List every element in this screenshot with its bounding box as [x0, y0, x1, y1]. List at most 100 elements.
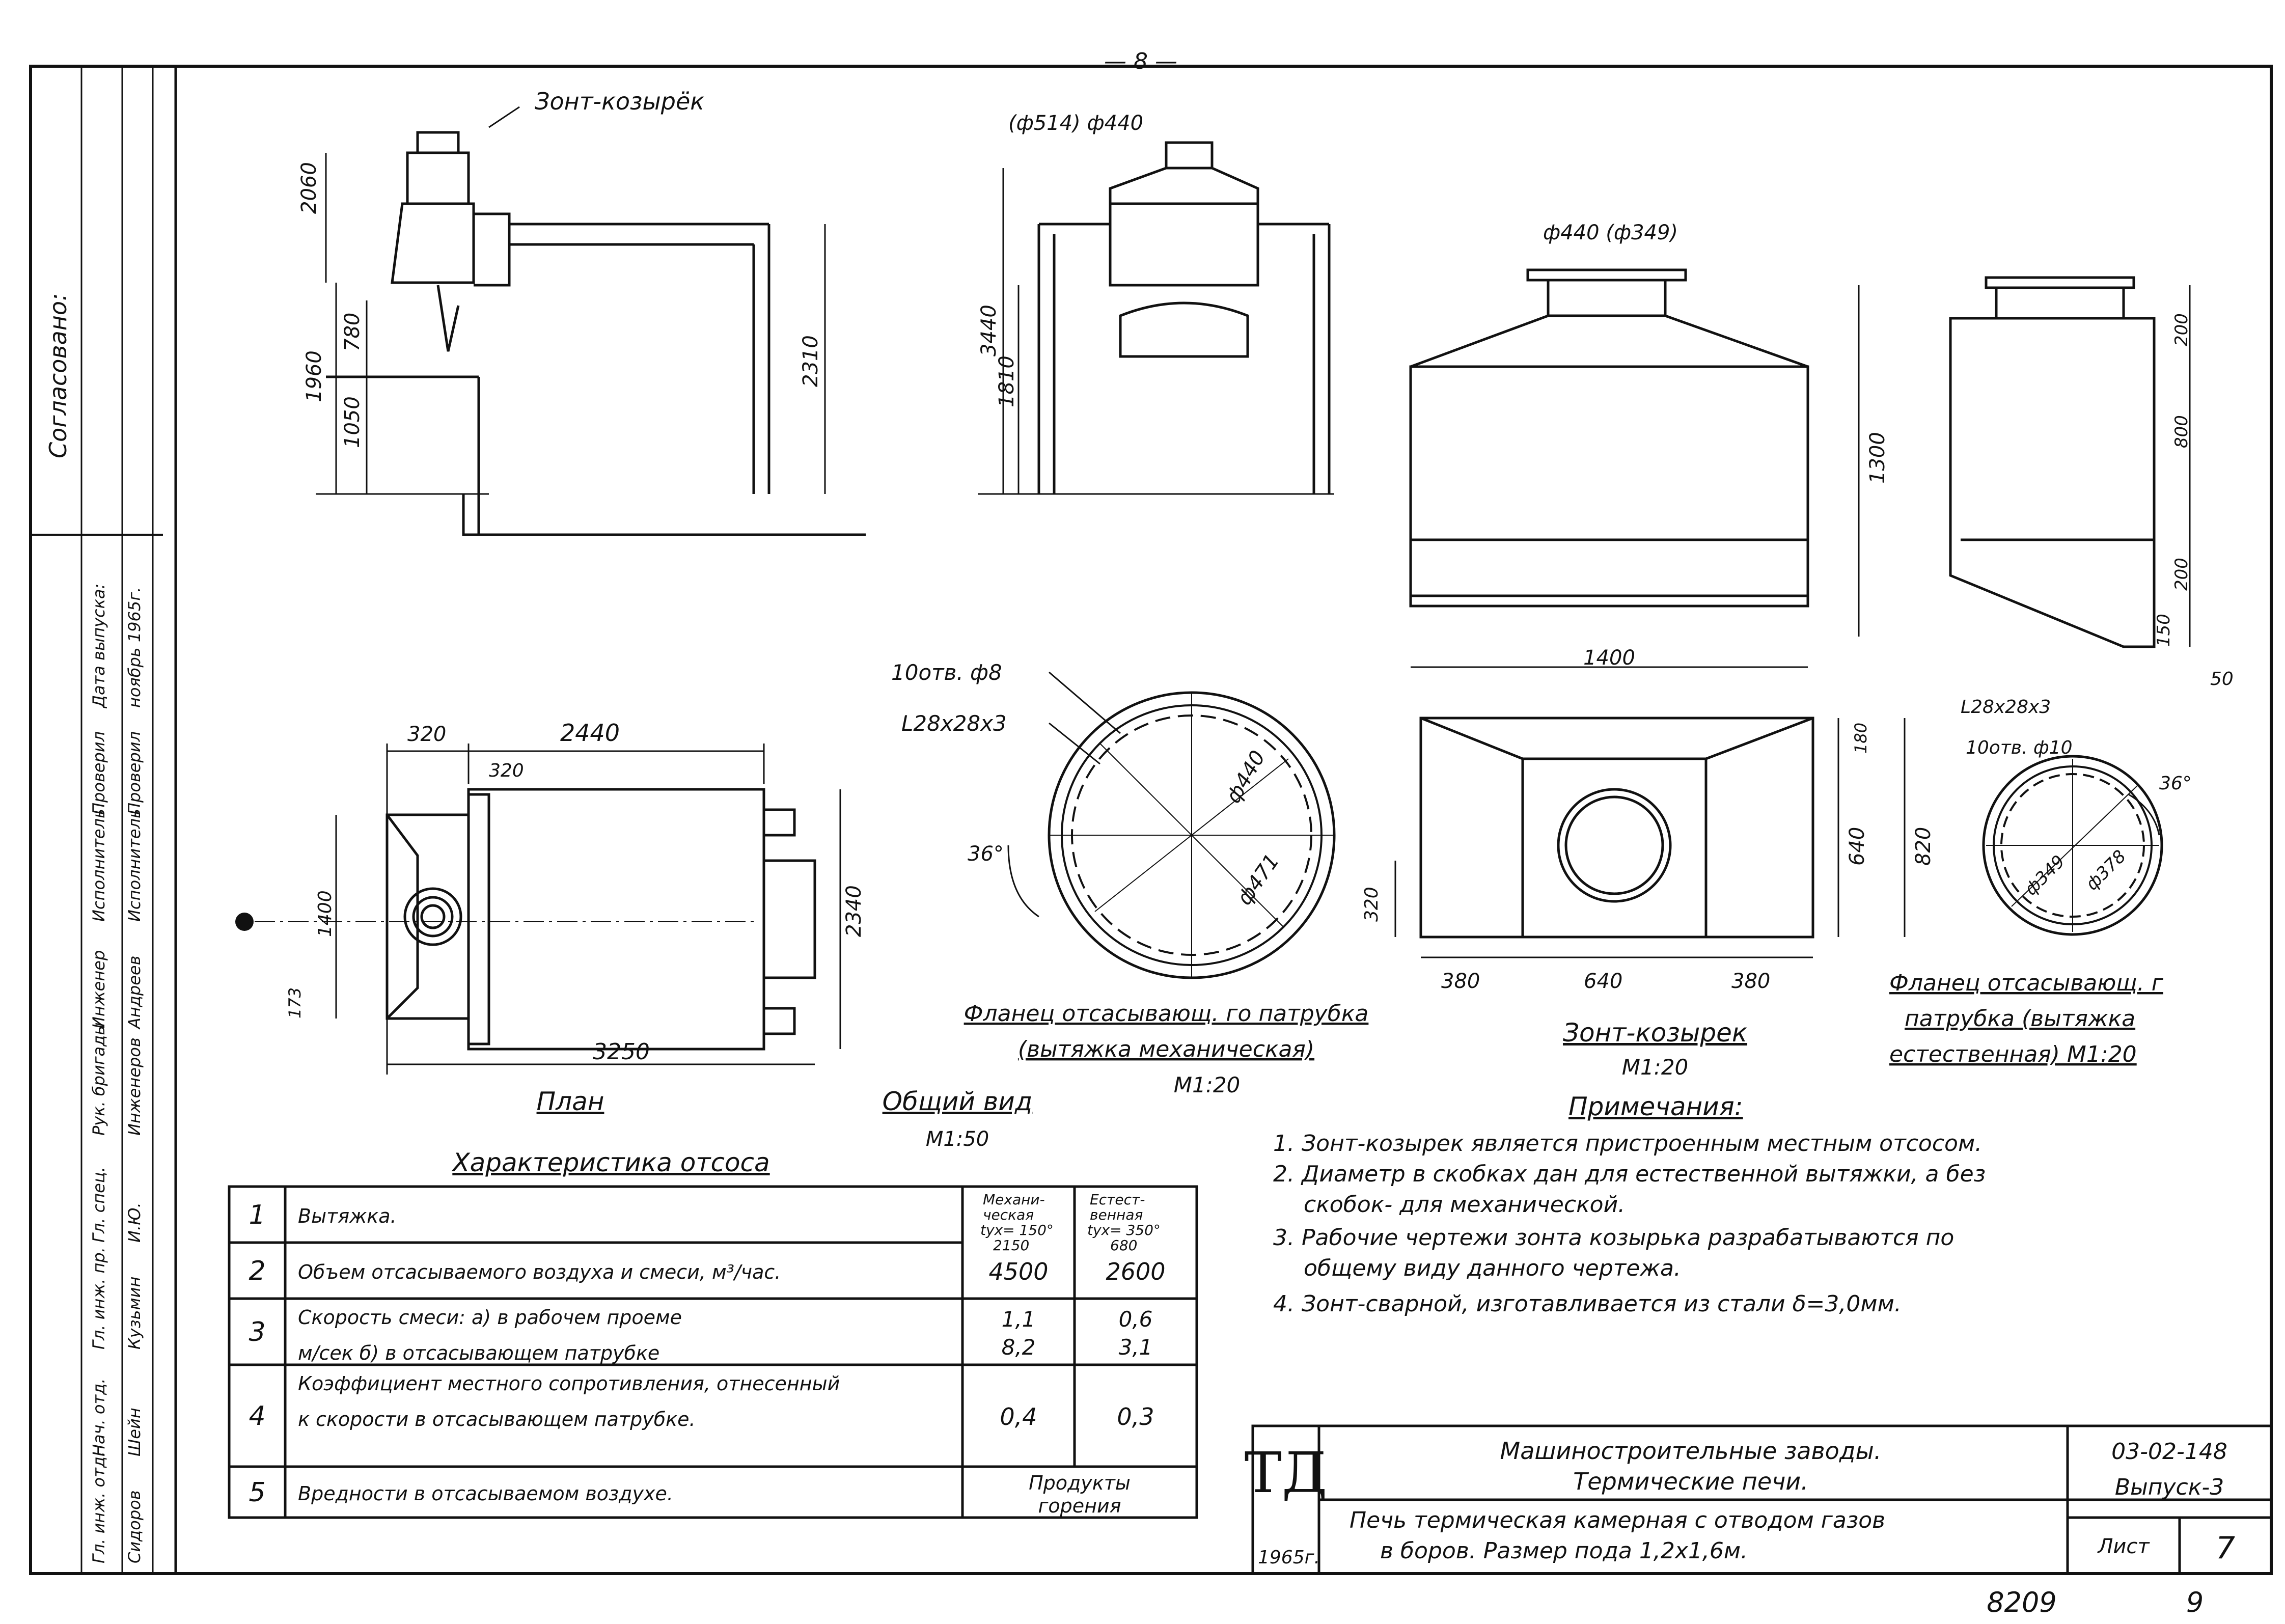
table-cell-nat: 2600	[1106, 1258, 1165, 1285]
table-cell-mech: 4500	[988, 1258, 1048, 1285]
strip-entry: Инженер	[89, 950, 108, 1029]
general-view-scale: М1:50	[926, 1127, 989, 1151]
dim-label: 3250	[593, 1039, 650, 1065]
hood-plan-scale: М1:20	[1622, 1055, 1689, 1080]
front-view	[978, 141, 1334, 495]
table-cell-nat: 0,6	[1119, 1307, 1153, 1332]
table-row-number: 5	[249, 1477, 265, 1508]
table-cell-nat: 0,3	[1117, 1403, 1154, 1430]
logo: ТД	[1245, 1440, 1328, 1505]
flange-nat-subtitle: патрубка (вытяжка	[1905, 1006, 2135, 1032]
table-row-number: 4	[249, 1401, 265, 1432]
dim-label: 320	[489, 760, 524, 781]
table-row-label: Коэффициент местного сопротивления, отне…	[298, 1372, 840, 1395]
flange-angle-label: L28x28x3	[901, 711, 1007, 736]
strip-entry: И.Ю.	[125, 1202, 144, 1243]
angle-label: 36°	[2159, 773, 2192, 794]
dim-label: (ф514) ф440	[1008, 112, 1143, 135]
table-row-label: к скорости в отсасывающем патрубке.	[298, 1408, 696, 1430]
dim-label: 820	[1912, 827, 1935, 866]
table-row-number: 2	[249, 1256, 265, 1286]
flange-mech-title: Фланец отсасывающ. го патрубка	[964, 1001, 1369, 1027]
strip-entry: Андреев	[125, 956, 144, 1030]
table-header: ческая	[983, 1206, 1034, 1223]
dim-label: 180	[1851, 723, 1870, 754]
table-header: венная	[1090, 1206, 1143, 1223]
title-line-4: в боров. Размер пода 1,2х1,6м.	[1380, 1538, 1748, 1564]
sheet-label: Лист	[2097, 1535, 2150, 1558]
table-header: 2150	[993, 1237, 1029, 1254]
flange-mech-scale: М1:20	[1174, 1072, 1241, 1097]
dim-label: ф471	[1233, 850, 1284, 910]
note-line: 3. Рабочие чертежи зонта козырька разраб…	[1273, 1225, 1954, 1251]
table-cell-merged: горения	[1038, 1495, 1121, 1517]
table-header: Механи-	[983, 1191, 1045, 1208]
table-cell-mech: 1,1	[1002, 1307, 1036, 1332]
title-line-2: Термические печи.	[1573, 1468, 1808, 1495]
title-year: 1965г.	[1258, 1547, 1320, 1568]
flange-angle-label: L28x28x3	[1961, 697, 2051, 718]
general-view-title: Общий вид	[883, 1087, 1033, 1116]
table-row-label: Объем отсасываемого воздуха и смеси, м³/…	[298, 1261, 781, 1283]
table-header: 680	[1110, 1237, 1137, 1254]
table-title: Характеристика отсоса	[451, 1148, 769, 1177]
flange-holes-label: 10отв. ф10	[1966, 737, 2073, 758]
dim-label: 1400	[315, 890, 336, 937]
dim-label: ф378	[2082, 846, 2130, 895]
dim-label: 2310	[799, 335, 822, 387]
dim-label: 1810	[995, 355, 1018, 407]
table-cell-mech: 8,2	[1002, 1335, 1036, 1360]
dim-label: ф440 (ф349)	[1543, 221, 1678, 244]
hood-side-view	[1949, 276, 2191, 648]
side-view	[316, 106, 866, 536]
strip-entry: Проверил	[125, 731, 144, 815]
document-code: 03-02-148	[2111, 1439, 2227, 1465]
dim-label: 200	[2171, 558, 2192, 591]
plan-view	[255, 744, 841, 1075]
dim-label: 640	[1584, 970, 1622, 993]
strip-entry: ноябрь 1965г.	[125, 587, 144, 708]
strip-entry: Шейн	[125, 1408, 144, 1456]
flange-holes-label: 10отв. ф8	[891, 660, 1002, 685]
dim-label: 173	[285, 987, 305, 1019]
dim-label: 380	[1441, 970, 1480, 993]
dim-label: 3440	[977, 305, 1001, 356]
bottom-page: 9	[2186, 1586, 2204, 1618]
dim-label: 2340	[842, 885, 866, 937]
note-line: 4. Зонт-сварной, изготавливается из стал…	[1273, 1291, 1902, 1317]
umbrella-label: Зонт-козырёк	[535, 88, 704, 115]
table-cell-merged: Продукты	[1029, 1472, 1131, 1494]
notes-title: Примечания:	[1568, 1092, 1743, 1121]
strip-entry: Исполнитель	[89, 809, 108, 922]
table-header: tух= 150°	[980, 1222, 1054, 1238]
strip-entry: Гл. спец.	[89, 1167, 108, 1243]
flange-mechanical	[1007, 671, 1336, 979]
strip-entry: Исполнитель	[125, 809, 144, 922]
dim-label: 200	[2171, 313, 2192, 346]
note-line: 2. Диаметр в скобках дан для естественно…	[1273, 1161, 1986, 1187]
flange-natural	[1982, 755, 2163, 936]
dim-label: ф349	[2021, 851, 2069, 900]
dim-label: 2060	[297, 162, 321, 214]
hood-front-view	[1409, 268, 1860, 668]
strip-entry: Дата выпуска:	[89, 584, 108, 709]
table-header: tух= 350°	[1087, 1222, 1161, 1238]
table-row-number: 3	[249, 1317, 265, 1347]
strip-entry: Инженеров	[125, 1037, 144, 1136]
dim-label: 320	[407, 723, 446, 746]
characteristics-table	[228, 1185, 1198, 1519]
dim-label: 150	[2154, 614, 2174, 647]
sheet-number: 7	[2216, 1530, 2235, 1566]
table-row-label: Вредности в отсасываемом воздухе.	[298, 1482, 673, 1505]
dim-label: 780	[341, 313, 364, 351]
strip-entry: Рук. бригады	[89, 1022, 108, 1136]
bottom-number: 8209	[1987, 1586, 2056, 1618]
table-row-label: Вытяжка.	[298, 1205, 397, 1227]
dim-label: 640	[1846, 827, 1869, 866]
title-line-1: Машиностроительные заводы.	[1500, 1437, 1882, 1465]
table-header: Естест-	[1090, 1191, 1145, 1208]
dim-label: 50	[2210, 669, 2234, 690]
